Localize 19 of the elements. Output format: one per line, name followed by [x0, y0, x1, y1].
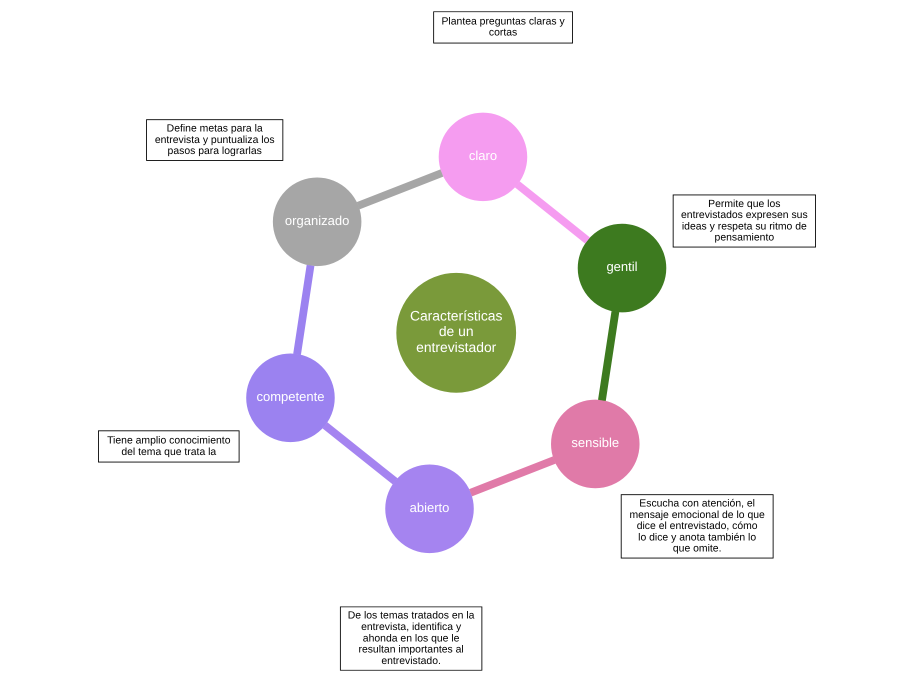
- node-circle: Características de un entrevistador: [396, 272, 516, 393]
- node-box: Escucha con atención, el mensaje emocional de lo que dice el entrevistado, cómo lo dice y anota también lo que omite.: [620, 494, 774, 559]
- node-box: Plantea preguntas claras y cortas: [433, 11, 573, 44]
- node-circle: claro: [438, 112, 528, 202]
- node-box: Permite que los entrevistados expresen sus ideas y respeta su ritmo de pensamiento: [672, 194, 816, 248]
- connector: [469, 456, 556, 496]
- node-circle: sensible: [551, 400, 640, 488]
- node-box: Define metas para la entrevista y puntualiza los pasos para lograrlas: [146, 119, 284, 161]
- connector: [514, 181, 590, 244]
- node-box: Tiene amplio conocimiento del tema que trata la: [98, 430, 240, 463]
- connector: [293, 264, 314, 355]
- connector: [598, 310, 620, 401]
- node-circle: competente: [246, 354, 335, 442]
- node-circle: abierto: [385, 464, 474, 554]
- node-circle: gentil: [578, 224, 666, 312]
- connector: [322, 422, 398, 484]
- node-circle: organizado: [272, 178, 362, 266]
- connector: [356, 169, 444, 210]
- node-box: De los temas tratados en la entrevista, identifica y ahonda en los que le resultan importantes al entrevistado.: [340, 606, 482, 671]
